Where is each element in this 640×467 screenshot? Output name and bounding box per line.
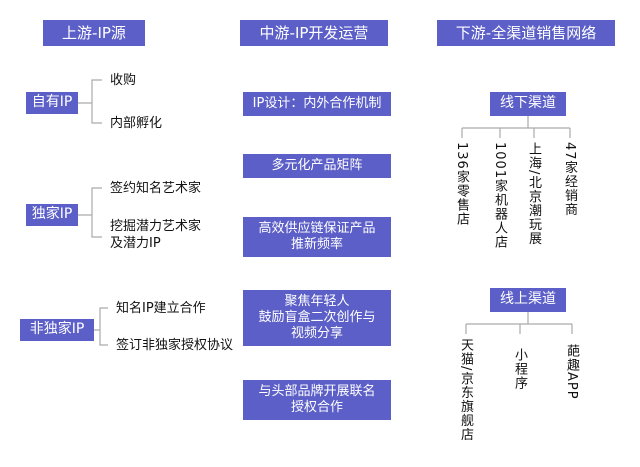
mid-step-young-people-line1: 聚焦年轻人: [284, 293, 350, 309]
mid-step-young-people-line3: 视频分享: [290, 326, 343, 342]
offline-item-toy-expo: 上海/北京潮玩展: [526, 142, 541, 246]
own-ip-item-acquisition: 收购: [110, 73, 137, 88]
offline-item-retail-stores: 136家零售店: [454, 142, 469, 226]
exclusive-ip-item-artists: 签约知名艺术家: [110, 181, 202, 196]
online-item-mini-program: 小程序: [512, 348, 527, 390]
mid-step-supply-chain-line1: 高效供应链保证产品: [258, 220, 376, 236]
mid-step-young-people: 聚焦年轻人 鼓励盲盒二次创作与 视频分享: [243, 290, 391, 346]
header-upstream: 上游-IP源: [43, 20, 145, 46]
non-exclusive-item-cooperation: 知名IP建立合作: [116, 301, 206, 316]
offline-item-distributors: 47家经销商: [562, 142, 577, 217]
mid-step-co-branding-line1: 与头部品牌开展联名: [258, 383, 376, 399]
online-item-flagship-stores: 天猫/京东旗舰店: [458, 338, 473, 442]
mid-step-supply-chain-line2: 推新频率: [290, 237, 343, 252]
exclusive-ip-item-potential: 挖掘潜力艺术家: [110, 219, 202, 234]
mid-step-co-branding: 与头部品牌开展联名 授权合作: [243, 380, 391, 420]
exclusive-ip-box: 独家IP: [26, 204, 78, 226]
own-ip-box: 自有IP: [26, 92, 78, 114]
header-downstream: 下游-全渠道销售网络: [437, 20, 615, 46]
mid-step-supply-chain: 高效供应链保证产品 推新频率: [243, 217, 391, 257]
own-ip-item-incubation: 内部孵化: [110, 116, 163, 131]
online-item-paqu-app: 葩趣APP: [564, 344, 579, 400]
header-midstream: 中游-IP开发运营: [240, 20, 388, 46]
exclusive-ip-item-potential-ip: 及潜力IP: [110, 236, 161, 251]
non-exclusive-item-license: 签订非独家授权协议: [116, 338, 234, 353]
mid-step-co-branding-line2: 授权合作: [290, 400, 343, 415]
non-exclusive-ip-box: 非独家IP: [20, 319, 94, 341]
offline-item-robot-shops: 1001家机器人店: [492, 142, 507, 250]
mid-step-ip-design: IP设计：内外合作机制: [243, 92, 391, 116]
online-channel-box: 线上渠道: [490, 288, 566, 312]
offline-channel-box: 线下渠道: [490, 92, 566, 116]
mid-step-product-matrix: 多元化产品矩阵: [243, 154, 391, 178]
mid-step-young-people-line2: 鼓励盲盒二次创作与: [258, 309, 376, 325]
